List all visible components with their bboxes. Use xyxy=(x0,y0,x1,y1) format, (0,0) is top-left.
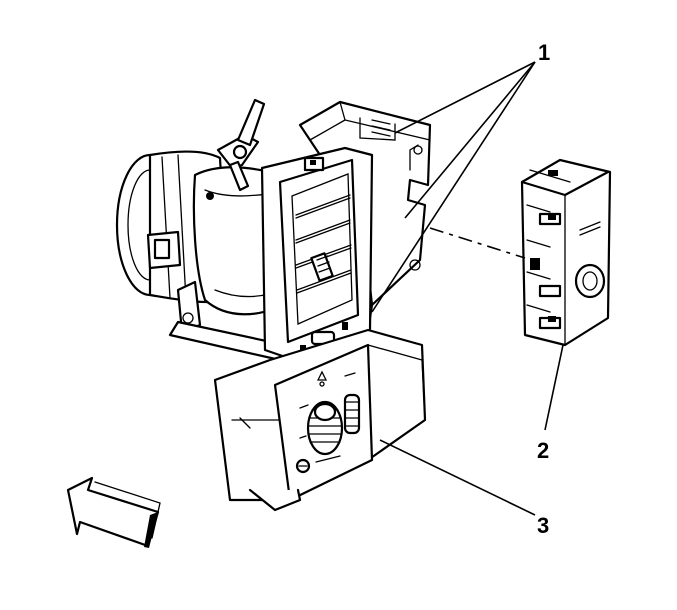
air-duct-housing xyxy=(115,150,374,362)
leader-1c xyxy=(371,61,536,313)
switch-module xyxy=(520,158,612,347)
vent-outlet xyxy=(260,146,374,364)
callout-3: 3 xyxy=(537,513,549,538)
leader-1b xyxy=(404,61,536,219)
leader-lines xyxy=(371,61,564,516)
install-path-line xyxy=(429,227,526,259)
leader-1a xyxy=(394,61,536,134)
vent-lever xyxy=(216,98,266,192)
switch-housing xyxy=(213,328,427,512)
callout-1: 1 xyxy=(538,40,550,65)
forward-arrow-icon xyxy=(66,476,161,548)
callout-2: 2 xyxy=(537,438,549,463)
leader-3 xyxy=(379,439,536,516)
leader-2 xyxy=(544,344,564,431)
